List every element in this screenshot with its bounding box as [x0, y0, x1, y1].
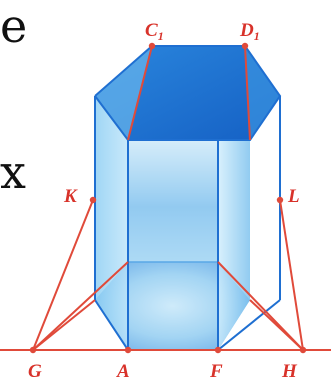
text-fragment-x: x: [0, 145, 26, 199]
label-D1: D1: [239, 20, 260, 43]
points: [29, 42, 307, 354]
construction-lines: [0, 45, 331, 351]
point-H: [299, 346, 307, 354]
top-face-highlight-right: [245, 46, 280, 140]
point-A: [124, 346, 132, 354]
line-G-K: [32, 199, 94, 351]
line-G-bottom: [32, 261, 129, 351]
label-H: H: [281, 361, 298, 382]
line-G-A: [32, 299, 96, 351]
point-F: [214, 346, 222, 354]
back-face: [128, 140, 218, 262]
line-D1-edge: [244, 45, 251, 141]
point-C1: [148, 42, 156, 50]
label-C1: C1: [145, 20, 164, 43]
label-G: G: [28, 361, 42, 382]
label-F: F: [209, 361, 223, 382]
label-K: K: [63, 186, 78, 207]
line-C1-edge: [127, 45, 153, 141]
text-fragment-e: e: [0, 0, 27, 53]
front-lateral-face: [128, 140, 218, 350]
top-face-highlight: [95, 46, 152, 140]
bottom-face: [95, 262, 250, 350]
point-D1: [241, 42, 249, 50]
label-L: L: [287, 186, 300, 207]
line-H-L: [279, 199, 304, 351]
point-K: [89, 196, 97, 204]
label-A: A: [116, 361, 130, 382]
point-G: [29, 346, 37, 354]
left-lateral-face: [95, 96, 128, 350]
point-L: [276, 196, 284, 204]
line-H-bottom: [217, 261, 304, 351]
